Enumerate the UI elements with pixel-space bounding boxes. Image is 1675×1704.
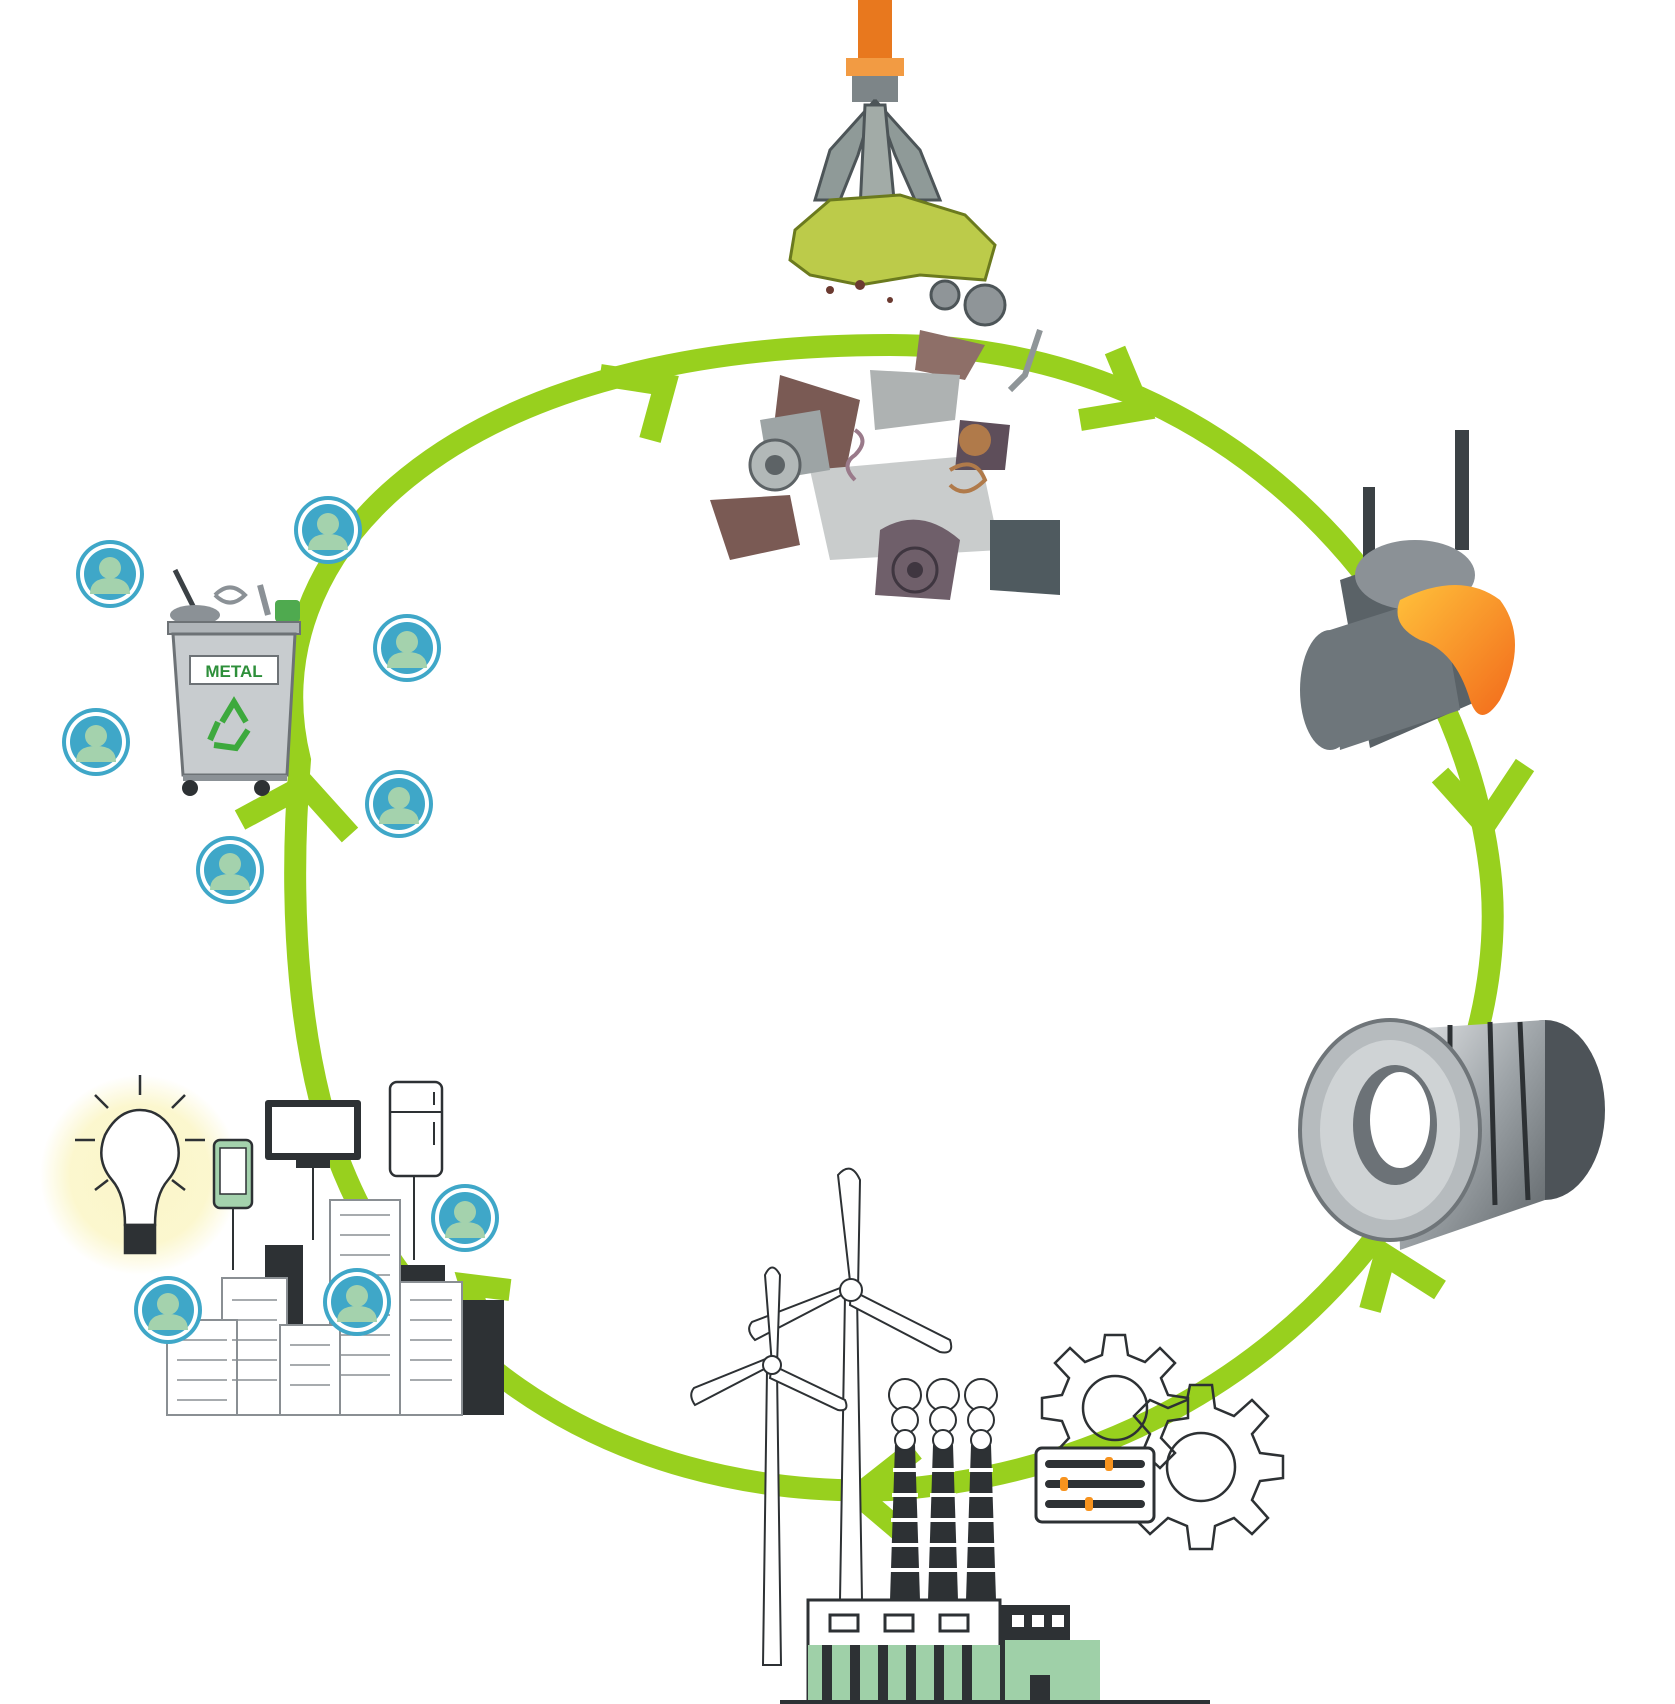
arrowhead-right-icon xyxy=(1431,758,1535,843)
crane-grabbing-scrap-car-icon xyxy=(788,0,1007,327)
person-icon xyxy=(323,1268,391,1336)
recycle-symbol-icon xyxy=(207,696,251,752)
refrigerator-icon xyxy=(388,1080,444,1260)
wind-turbine-small-icon xyxy=(690,1266,848,1666)
control-sliders-icon xyxy=(1034,1446,1156,1524)
chimney-stacks-icon xyxy=(888,1378,998,1600)
arrowhead-top-left-icon xyxy=(598,364,679,443)
city-buildings-icon xyxy=(166,1199,504,1416)
person-icon xyxy=(294,496,362,564)
metal-recycling-bin-icon: METAL xyxy=(167,568,301,796)
tv-monitor-icon xyxy=(265,1100,361,1240)
person-icon xyxy=(76,540,144,608)
arrowhead-left-icon xyxy=(234,771,359,843)
scrap-car-icon xyxy=(788,193,997,287)
ladle-pouring-molten-metal-icon xyxy=(1300,430,1515,750)
light-bulb-icon xyxy=(75,1075,205,1255)
bin-label: METAL xyxy=(205,662,262,681)
factory-wind-turbine-gears-icon xyxy=(690,1167,1285,1704)
molten-metal-pour xyxy=(1397,585,1515,715)
person-icon xyxy=(196,836,264,904)
steel-coil-icon xyxy=(1298,1018,1605,1250)
city-appliances-icon xyxy=(40,1075,504,1416)
arrowhead-top-right-icon xyxy=(1078,345,1156,431)
arrowhead-bottom-right-icon xyxy=(1359,1237,1446,1313)
person-icon xyxy=(62,708,130,776)
smartphone-icon xyxy=(212,1138,254,1270)
person-icon xyxy=(373,614,441,682)
person-icon xyxy=(365,770,433,838)
scrap-metal-pile-icon xyxy=(710,329,1060,600)
factory-building-icon xyxy=(780,1598,1210,1704)
person-icon xyxy=(431,1184,499,1252)
person-icon xyxy=(134,1276,202,1344)
